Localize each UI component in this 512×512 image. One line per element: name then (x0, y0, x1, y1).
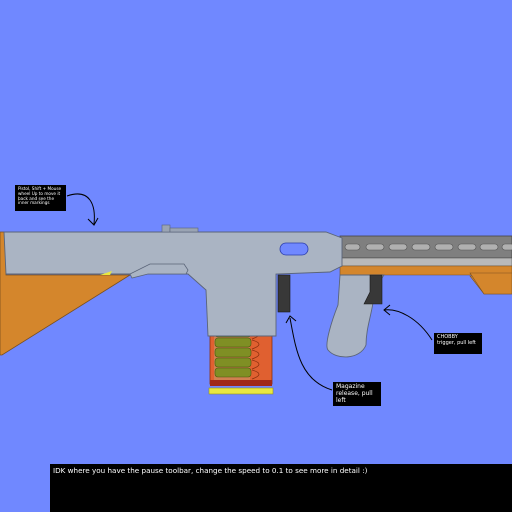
magazine-baseplate (208, 387, 274, 395)
magazine-release (277, 274, 291, 313)
vent-slot (501, 243, 512, 251)
trigger (363, 274, 383, 305)
trigger-note: CHOBBY trigger, pull left (434, 333, 482, 354)
arrow-magazine-release (289, 317, 333, 391)
receiver-port (279, 242, 309, 256)
arrow-rotate-note-head (87, 217, 99, 226)
arrow-trigger (383, 309, 433, 341)
round (214, 367, 252, 378)
handguard-vent-slots (344, 243, 512, 251)
top-rail (169, 227, 199, 233)
round (214, 357, 252, 368)
magazine-follower (210, 380, 272, 386)
handguard-lower-rail (339, 257, 512, 267)
forward-lower-tab (469, 272, 512, 295)
ejection-groove (129, 263, 189, 279)
annotation-arrows (66, 193, 433, 391)
vent-slot (365, 243, 385, 251)
vent-slot (457, 243, 477, 251)
bottom-caption-text: IDK where you have the pause toolbar, ch… (53, 466, 368, 475)
round (214, 337, 252, 348)
vent-slot (434, 243, 454, 251)
round (214, 347, 252, 358)
arrow-trigger-head (383, 304, 391, 316)
vent-slot (479, 243, 499, 251)
magazine-release-note: Magazine release, pull left (333, 382, 381, 406)
rotate-hint-note: Pistol, Shift + Mouse wheel Up to move i… (15, 185, 66, 211)
top-sight (161, 224, 171, 233)
vent-slot (411, 243, 431, 251)
arrow-rotate-note (66, 193, 95, 225)
bottom-caption-bar: IDK where you have the pause toolbar, ch… (50, 464, 512, 512)
vent-slot (344, 243, 361, 251)
vent-slot (388, 243, 408, 251)
yellow-marker (100, 271, 112, 275)
arrow-magazine-release-head (285, 315, 297, 324)
